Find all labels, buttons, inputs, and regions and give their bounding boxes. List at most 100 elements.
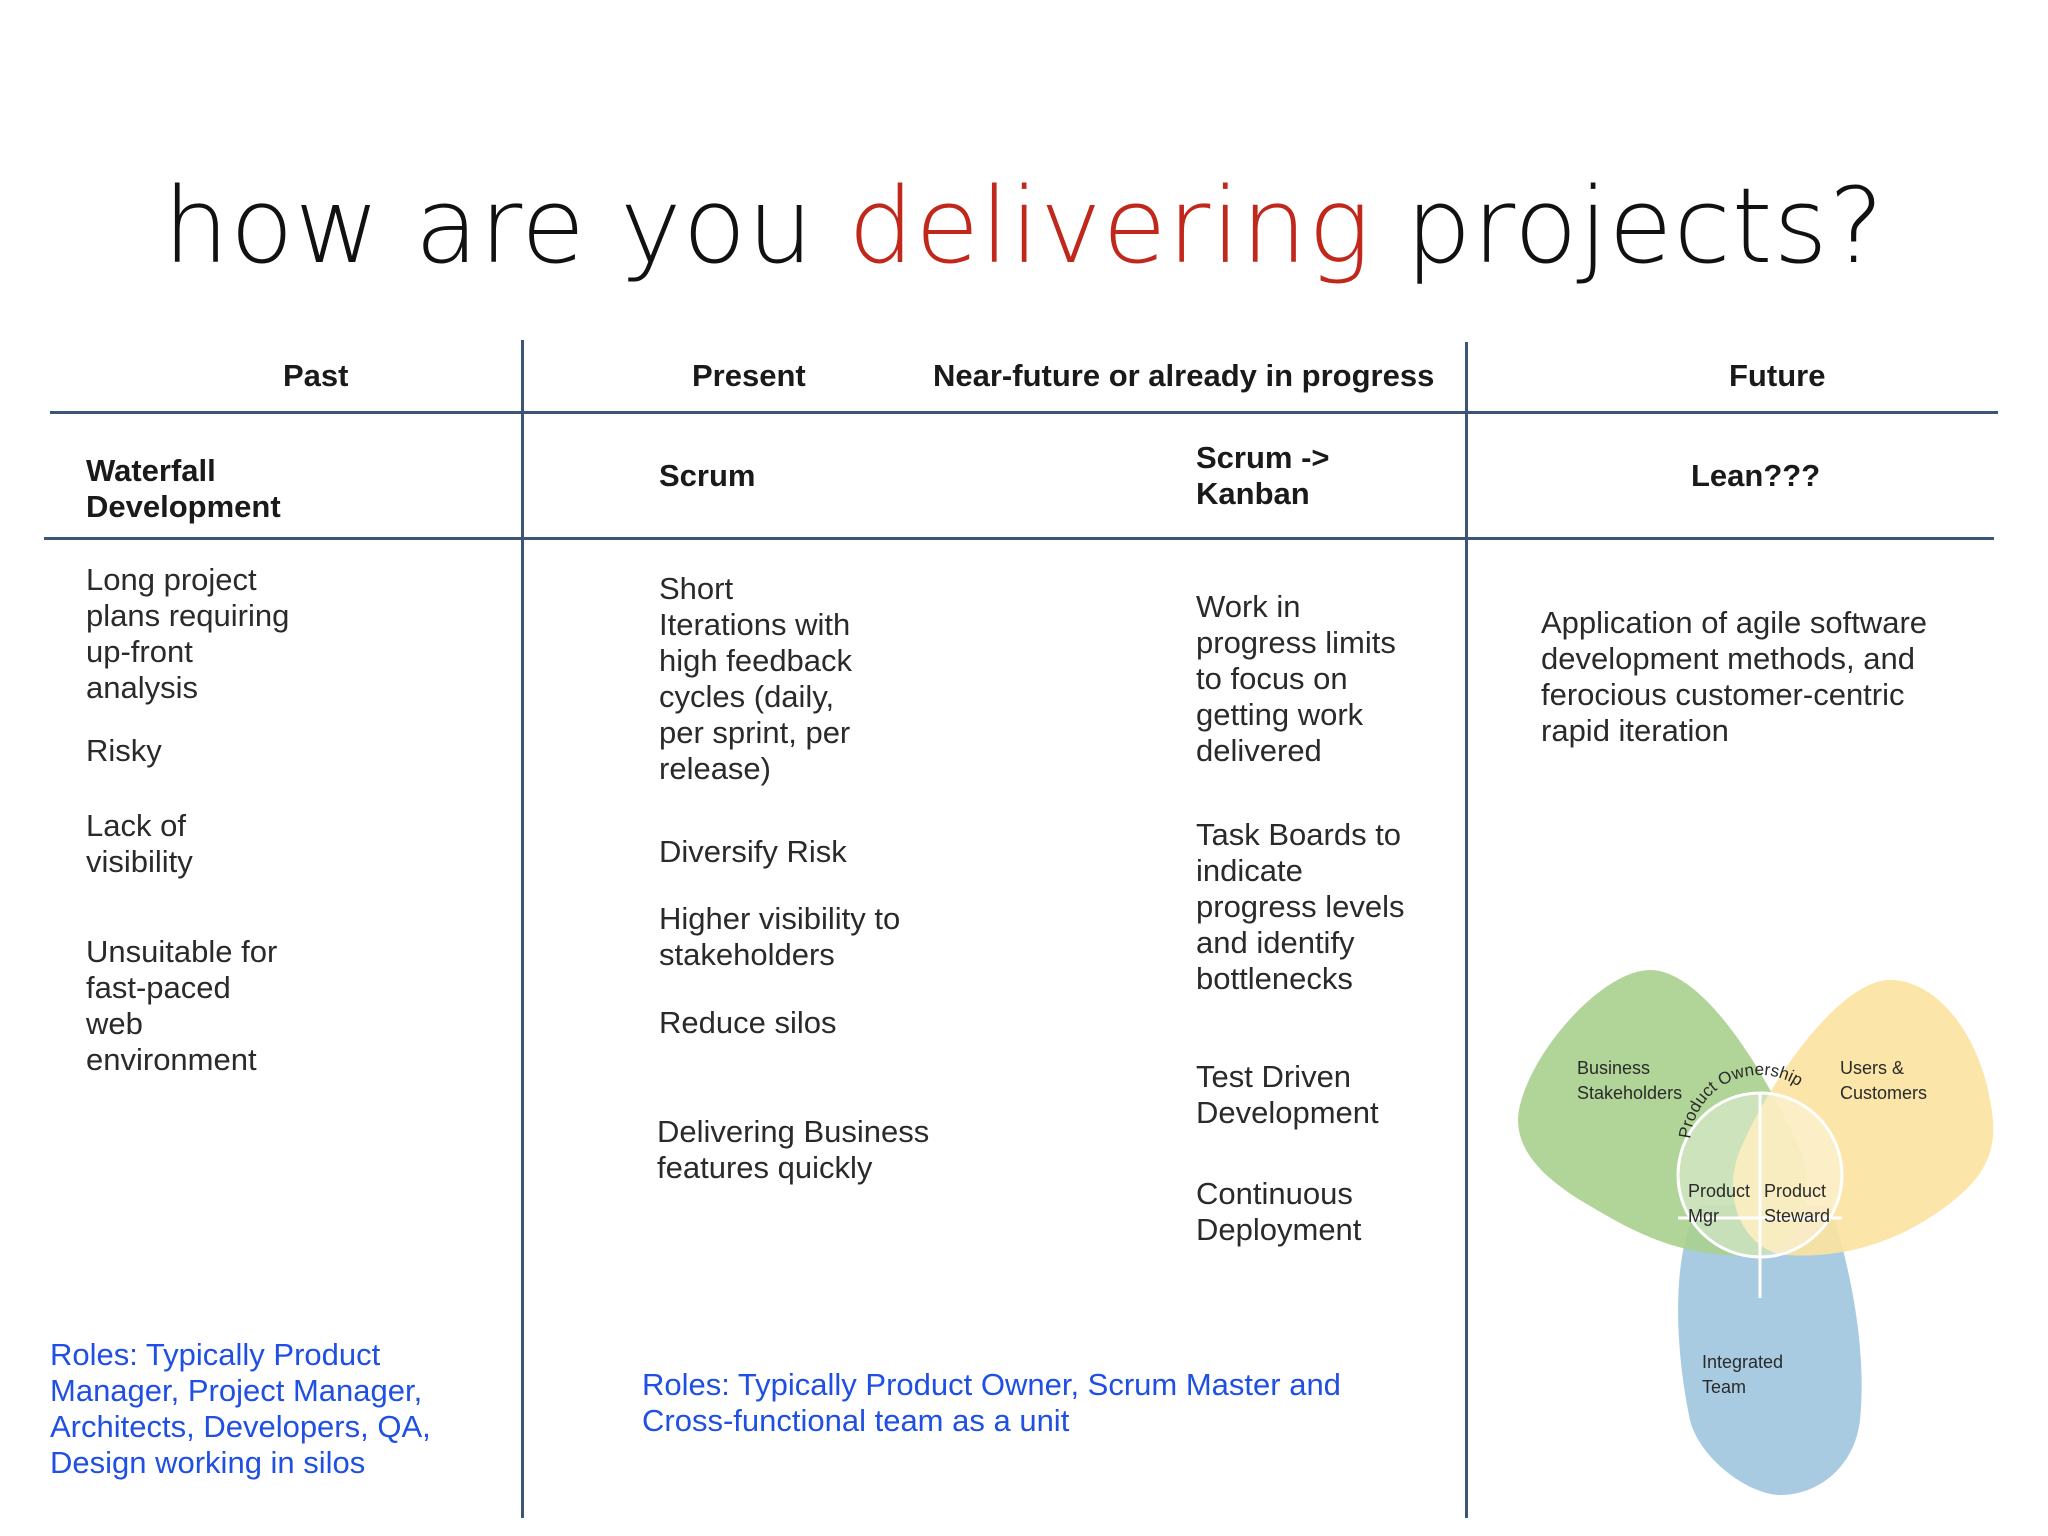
text-line: and identify	[1196, 925, 1355, 960]
text-line: bottlenecks	[1196, 961, 1353, 996]
roles-past: Roles: Typically Product Manager, Projec…	[50, 1337, 431, 1481]
text-line: analysis	[86, 670, 198, 705]
text-line: Deployment	[1196, 1212, 1362, 1247]
text-line: Iterations with	[659, 607, 851, 642]
text-line: Cross-functional team as a unit	[642, 1403, 1070, 1438]
past-item: Lack of visibility	[86, 808, 193, 880]
method-waterfall-line: Development	[86, 489, 281, 524]
past-item: Unsuitable for fast-paced web environmen…	[86, 934, 277, 1078]
text-line: release)	[659, 751, 771, 786]
roles-present: Roles: Typically Product Owner, Scrum Ma…	[642, 1367, 1341, 1439]
header-present: Present	[692, 358, 806, 393]
text-line: Unsuitable for	[86, 934, 278, 969]
text-line: Task Boards to	[1196, 817, 1402, 852]
method-kanban: Scrum -> Kanban	[1196, 440, 1330, 512]
text-line: Continuous	[1196, 1176, 1353, 1211]
text-line: Higher visibility to	[659, 901, 901, 936]
text-line: getting work	[1196, 697, 1364, 732]
future-description: Application of agile software developmen…	[1541, 605, 1927, 749]
text-line: Business	[1577, 1058, 1650, 1078]
method-scrum: Scrum	[659, 458, 756, 493]
text-line: environment	[86, 1042, 257, 1077]
text-line: features quickly	[657, 1150, 873, 1185]
scrum-item: Diversify Risk	[659, 834, 847, 870]
text-line: Product	[1764, 1181, 1826, 1201]
product-steward-label: Product Steward	[1764, 1181, 1831, 1226]
header-near-future: Near-future or already in progress	[933, 358, 1435, 393]
header-future: Future	[1729, 358, 1826, 393]
method-waterfall-line: Waterfall	[86, 453, 216, 488]
text-line: per sprint, per	[659, 715, 851, 750]
text-line: Team	[1702, 1377, 1746, 1397]
text-line: cycles (daily,	[659, 679, 835, 714]
text-line: Risky	[86, 733, 162, 768]
text-line: delivered	[1196, 733, 1322, 768]
users-lobe	[1732, 980, 1994, 1256]
comparison-table-panel	[38, 330, 1998, 1526]
text-line: Short	[659, 571, 734, 606]
scrum-item: Delivering Business features quickly	[657, 1114, 929, 1186]
text-line: development methods, and	[1541, 641, 1915, 676]
method-kanban-line: Scrum ->	[1196, 440, 1330, 475]
method-waterfall: Waterfall Development	[86, 453, 281, 525]
text-line: Test Driven	[1196, 1059, 1352, 1094]
text-line: Architects, Developers, QA,	[50, 1409, 431, 1444]
text-line: ferocious customer-centric	[1541, 677, 1905, 712]
text-line: Users &	[1840, 1058, 1904, 1078]
method-kanban-line: Kanban	[1196, 476, 1310, 511]
text-line: Stakeholders	[1577, 1083, 1682, 1103]
product-mgr-label: Product Mgr	[1688, 1181, 1755, 1226]
text-line: Work in	[1196, 589, 1301, 624]
team-lobe	[1678, 1205, 1862, 1495]
kanban-item: Continuous Deployment	[1196, 1176, 1361, 1248]
kanban-item: Test Driven Development	[1196, 1059, 1379, 1131]
text-line: Integrated	[1702, 1352, 1783, 1372]
text-line: Steward	[1764, 1206, 1830, 1226]
text-line: progress limits	[1196, 625, 1396, 660]
text-line: Application of agile software	[1541, 605, 1928, 640]
column-divider-past	[521, 340, 524, 1518]
text-line: stakeholders	[659, 937, 835, 972]
text-line: Lack of	[86, 808, 186, 843]
text-line: high feedback	[659, 643, 853, 678]
text-line: Roles: Typically Product Owner, Scrum Ma…	[642, 1367, 1341, 1402]
users-label: Users & Customers	[1840, 1058, 1927, 1103]
text-line: Roles: Typically Product	[50, 1337, 381, 1372]
text-line: Development	[1196, 1095, 1379, 1130]
text-line: Customers	[1840, 1083, 1927, 1103]
title-pre: how are you	[163, 165, 849, 287]
text-line: to focus on	[1196, 661, 1348, 696]
text-line: visibility	[86, 844, 193, 879]
product-ownership-diagram: Product Ownership Business Stakeholders …	[1518, 970, 1994, 1495]
text-line: Diversify Risk	[659, 834, 847, 869]
text-line: rapid iteration	[1541, 713, 1729, 748]
header-divider	[50, 411, 1998, 414]
header-past: Past	[283, 358, 349, 393]
text-line: Long project	[86, 562, 257, 597]
team-label: Integrated Team	[1702, 1352, 1788, 1397]
scrum-item: Short Iterations with high feedback cycl…	[659, 571, 852, 787]
slide-title: how are you delivering projects?	[0, 165, 2048, 287]
method-divider	[44, 537, 1994, 540]
text-line: indicate	[1196, 853, 1303, 888]
text-line: Delivering Business	[657, 1114, 930, 1149]
method-lean: Lean???	[1691, 458, 1821, 493]
scrum-item: Higher visibility to stakeholders	[659, 901, 900, 973]
column-divider-future	[1465, 342, 1468, 1518]
past-item: Long project plans requiring up-front an…	[86, 562, 289, 706]
title-post: projects?	[1371, 165, 1885, 287]
kanban-item: Work in progress limits to focus on gett…	[1196, 589, 1396, 769]
text-line: Manager, Project Manager,	[50, 1373, 423, 1408]
text-line: progress levels	[1196, 889, 1405, 924]
text-line: web	[86, 1006, 143, 1041]
past-item: Risky	[86, 733, 162, 769]
text-line: Reduce silos	[659, 1005, 837, 1040]
text-line: fast-paced	[86, 970, 231, 1005]
text-line: Mgr	[1688, 1206, 1719, 1226]
business-label: Business Stakeholders	[1577, 1058, 1682, 1103]
scrum-item: Reduce silos	[659, 1005, 836, 1041]
title-accent-word: delivering	[848, 165, 1372, 287]
kanban-item: Task Boards to indicate progress levels …	[1196, 817, 1404, 997]
text-line: plans requiring	[86, 598, 290, 633]
text-line: Product	[1688, 1181, 1750, 1201]
